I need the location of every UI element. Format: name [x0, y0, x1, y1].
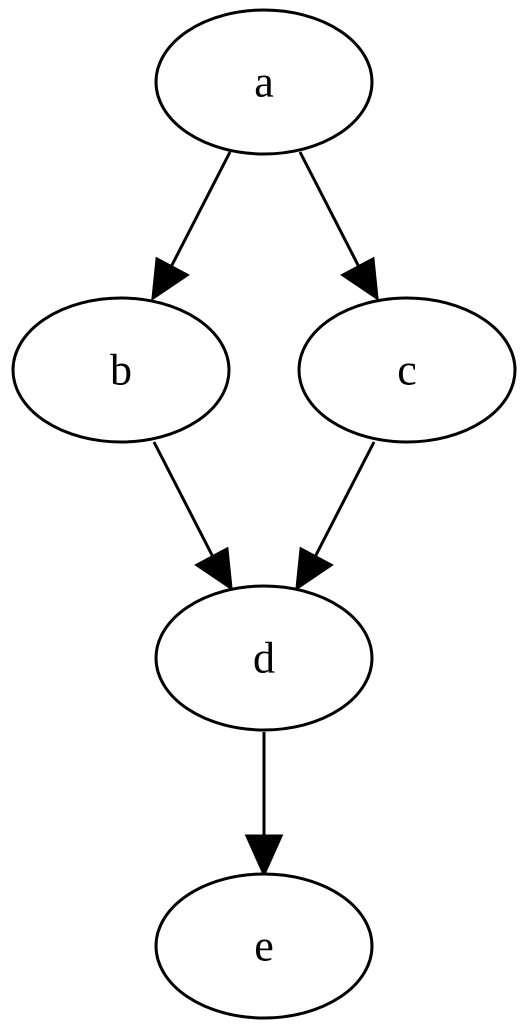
edge-b-d-arrowhead — [194, 546, 233, 592]
edge-c-d — [295, 441, 376, 592]
node-b-ellipse — [11, 296, 231, 444]
edge-a-c-line — [298, 151, 361, 268]
node-e: e — [154, 872, 374, 1020]
edge-c-d-arrowhead — [295, 546, 334, 592]
node-c: c — [297, 296, 517, 444]
node-e-ellipse — [154, 872, 374, 1020]
node-d-ellipse — [154, 584, 374, 732]
node-d-label: d — [253, 634, 275, 683]
edge-a-b-line — [169, 151, 232, 268]
node-d: d — [154, 584, 374, 732]
node-b-label: b — [110, 346, 132, 395]
edge-a-c-arrowhead — [340, 256, 379, 302]
edge-a-b — [151, 151, 232, 302]
node-b: b — [11, 296, 231, 444]
node-c-ellipse — [297, 296, 517, 444]
nodes-layer: a b c d e — [11, 8, 517, 1020]
node-a-ellipse — [154, 8, 374, 156]
node-e-label: e — [254, 922, 274, 971]
edge-d-e — [244, 732, 284, 878]
node-a: a — [154, 8, 374, 156]
node-a-label: a — [254, 58, 274, 107]
edge-a-c — [298, 151, 379, 302]
node-c-label: c — [397, 346, 417, 395]
edge-b-d-line — [152, 441, 215, 558]
edges-layer — [151, 151, 379, 878]
edge-b-d — [152, 441, 233, 592]
edge-c-d-line — [313, 441, 376, 558]
edge-d-e-arrowhead — [244, 834, 284, 878]
edge-a-b-arrowhead — [151, 256, 190, 302]
